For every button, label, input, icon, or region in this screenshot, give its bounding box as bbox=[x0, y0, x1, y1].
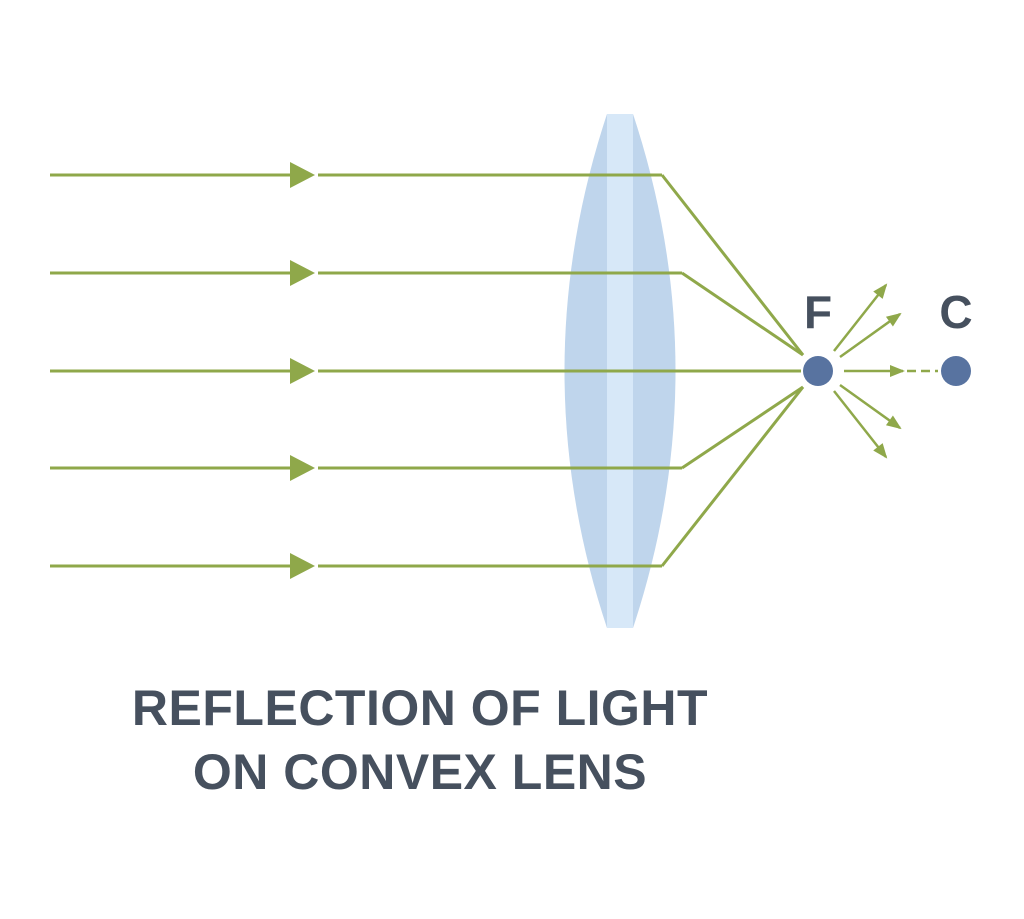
light-rays bbox=[50, 162, 938, 579]
center-of-curvature: C bbox=[939, 286, 973, 386]
ray-arrow-3 bbox=[290, 358, 315, 384]
axial-ray-beyond-f-arrowhead bbox=[890, 365, 905, 377]
refracted-ray-1 bbox=[660, 174, 805, 356]
focal-point-label: F bbox=[804, 286, 832, 338]
diverging-ray-4-arrowhead bbox=[873, 443, 888, 459]
ray-arrow-5 bbox=[290, 553, 315, 579]
refracted-ray-4 bbox=[681, 385, 804, 470]
diverging-ray-1-line bbox=[833, 284, 887, 352]
ray-arrow-4 bbox=[290, 455, 315, 481]
center-point-marker bbox=[941, 356, 971, 386]
diagram-title: REFLECTION OF LIGHT ON CONVEX LENS bbox=[100, 676, 740, 804]
focal-point: F bbox=[803, 286, 833, 386]
diverging-ray-2-arrowhead bbox=[885, 312, 902, 327]
ray-arrow-1 bbox=[290, 162, 315, 188]
diverging-ray-1-arrowhead bbox=[873, 283, 888, 299]
title-line-1: REFLECTION OF LIGHT bbox=[131, 680, 709, 736]
focal-point-marker bbox=[803, 356, 833, 386]
center-point-label: C bbox=[939, 286, 972, 338]
refracted-ray-5 bbox=[660, 386, 805, 567]
refracted-ray-2 bbox=[681, 271, 804, 357]
diverging-ray-4-line bbox=[833, 390, 887, 458]
title-line-2: ON CONVEX LENS bbox=[192, 744, 648, 800]
ray-arrow-2 bbox=[290, 260, 315, 286]
diverging-ray-3-arrowhead bbox=[885, 415, 902, 430]
